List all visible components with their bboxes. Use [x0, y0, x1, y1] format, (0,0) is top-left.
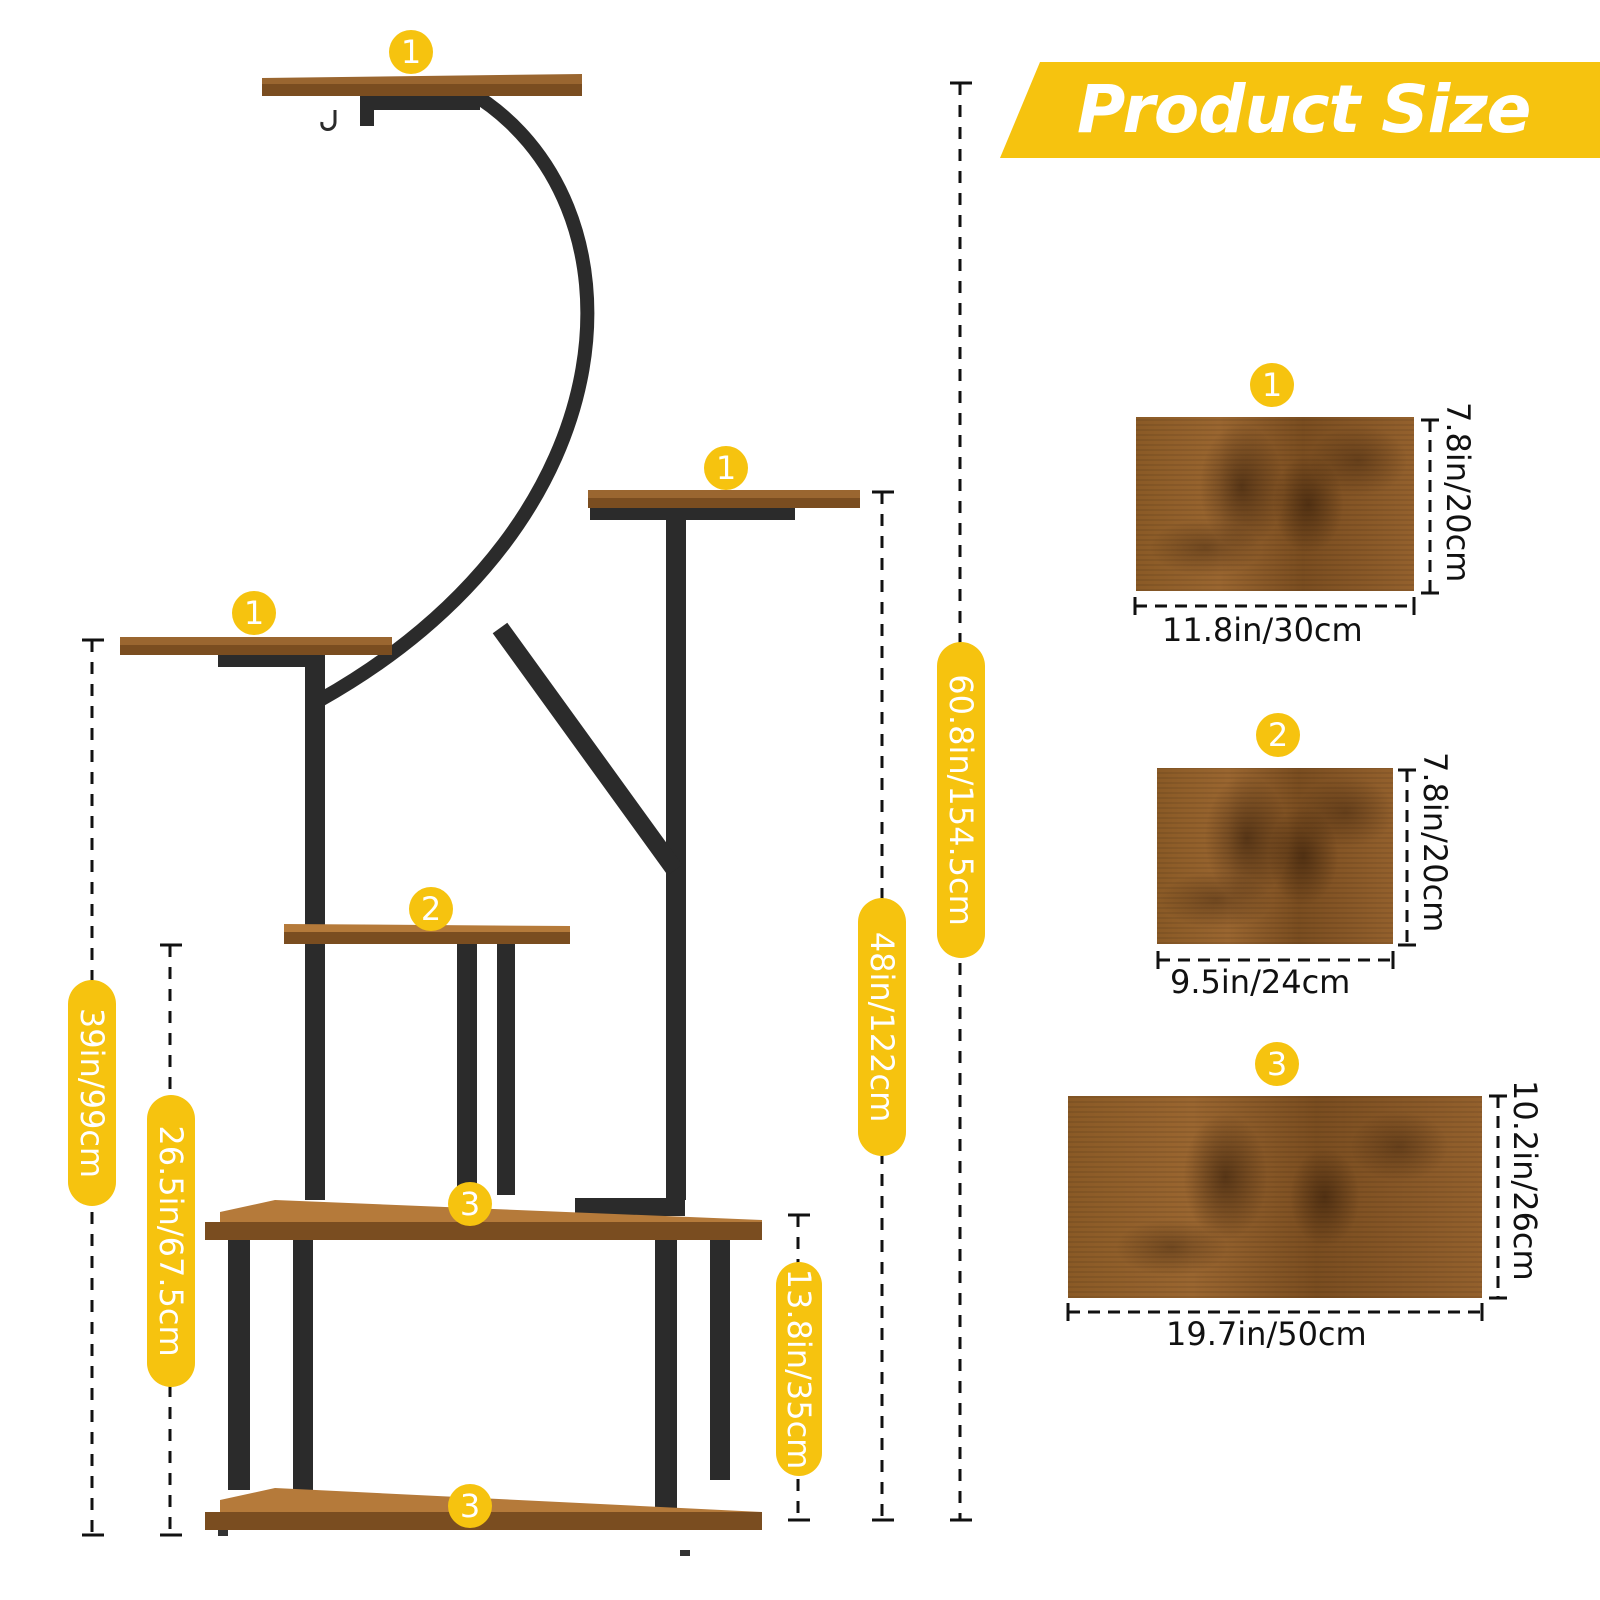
total-height-label: 60.8in/154.5cm — [942, 674, 980, 926]
shelf-2-depth: 7.8in/20cm — [1416, 752, 1454, 933]
banner-background — [1000, 62, 1600, 158]
left-post-height-pill: 39in/99cm — [68, 980, 116, 1206]
shelf-badge-lower: 3 — [448, 1182, 492, 1226]
plant-stand-illustration — [120, 74, 860, 1556]
shelf-badge-bottom: 3 — [448, 1484, 492, 1528]
shelf-2-width: 9.5in/24cm — [1170, 963, 1351, 1001]
shelf-1-wood-swatch — [1136, 417, 1414, 591]
shelf-1-width: 11.8in/30cm — [1162, 611, 1363, 649]
lower-tier-height-pill: 13.8in/35cm — [776, 1262, 822, 1476]
spec-badge-2: 2 — [1256, 713, 1300, 757]
shelf-3-depth: 10.2in/26cm — [1506, 1080, 1544, 1281]
right-post-height-label: 48in/122cm — [863, 931, 901, 1123]
spec-badge-1: 1 — [1250, 363, 1294, 407]
middle-shelf-height-label: 26.5in/67.5cm — [152, 1125, 190, 1357]
right-post-height-pill: 48in/122cm — [858, 898, 906, 1156]
shelf-badge-top: 1 — [389, 30, 433, 74]
shelf-badge-upper-left: 1 — [232, 591, 276, 635]
shelf-3-width: 19.7in/50cm — [1166, 1315, 1367, 1353]
banner-title: Product Size — [1077, 71, 1531, 148]
hook-icon — [320, 110, 337, 131]
shelf-2-wood-swatch — [1157, 768, 1393, 944]
shelf-1-depth: 7.8in/20cm — [1439, 402, 1477, 583]
spec-badge-3: 3 — [1255, 1042, 1299, 1086]
left-post-height-label: 39in/99cm — [73, 1007, 111, 1179]
shelf-badge-upper-right: 1 — [704, 446, 748, 490]
arc-frame — [316, 86, 595, 707]
total-height-pill: 60.8in/154.5cm — [937, 642, 985, 958]
shelf-badge-middle: 2 — [409, 887, 453, 931]
shelf-3-wood-swatch — [1068, 1096, 1482, 1298]
middle-shelf-height-pill: 26.5in/67.5cm — [147, 1095, 195, 1387]
lower-tier-height-label: 13.8in/35cm — [780, 1268, 818, 1470]
